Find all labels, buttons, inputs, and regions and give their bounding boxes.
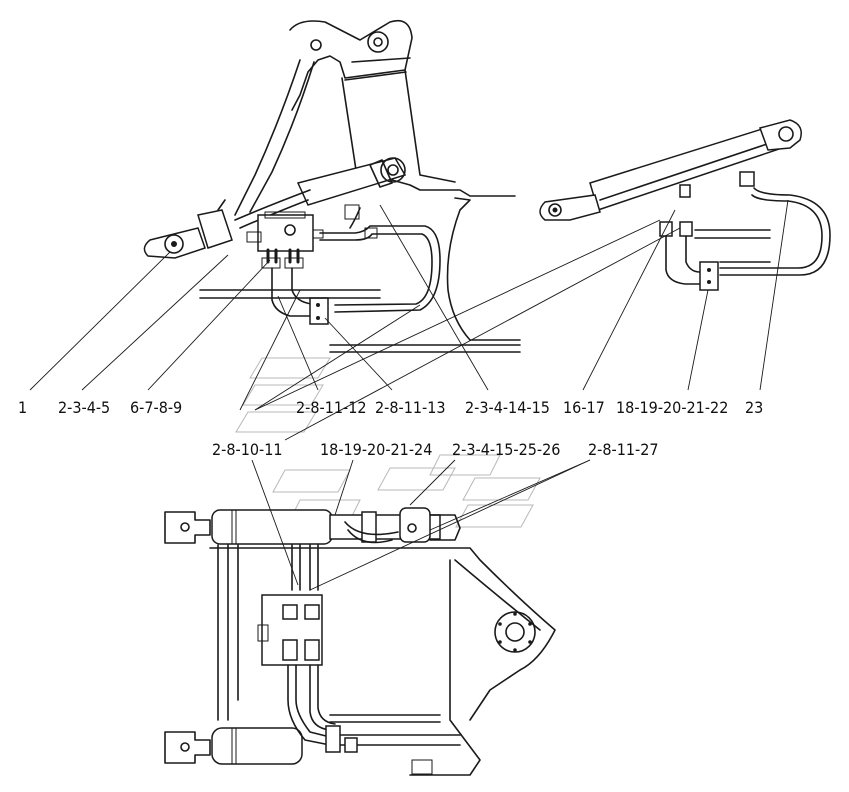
callout-18-19-20-21-22: 18-19-20-21-22	[616, 398, 728, 417]
callout-2-8-11-12: 2-8-11-12	[296, 398, 367, 417]
callout-1: 1	[18, 398, 27, 417]
callout-18-19-20-21-24: 18-19-20-21-24	[320, 440, 432, 459]
callout-23: 23	[745, 398, 763, 417]
callout-2-8-10-11: 2-8-10-11	[212, 440, 283, 459]
upper-left-assembly	[143, 19, 521, 353]
boom-cylinder-end	[143, 199, 233, 259]
callout-labels-upper: 1 2-3-4-5 6-7-8-9 2-8-11-12 2-8-11-13 2-…	[18, 398, 763, 417]
bucket-cylinder-left	[234, 157, 407, 229]
callout-16-17: 16-17	[563, 398, 605, 417]
callout-2-3-4-14-15: 2-3-4-14-15	[465, 398, 550, 417]
callout-2-3-4-5: 2-3-4-5	[58, 398, 110, 417]
valve-block	[246, 211, 324, 269]
callout-labels-lower: 2-8-10-11 18-19-20-21-24 2-3-4-15-25-26 …	[212, 440, 659, 459]
callout-2-8-11-27: 2-8-11-27	[588, 440, 659, 459]
upper-right-assembly	[539, 119, 831, 291]
leader-lines	[29, 199, 789, 591]
callout-2-3-4-15-25-26: 2-3-4-15-25-26	[452, 440, 560, 459]
lower-assembly	[164, 507, 556, 776]
callout-2-8-11-13: 2-8-11-13	[375, 398, 446, 417]
callout-6-7-8-9: 6-7-8-9	[130, 398, 182, 417]
